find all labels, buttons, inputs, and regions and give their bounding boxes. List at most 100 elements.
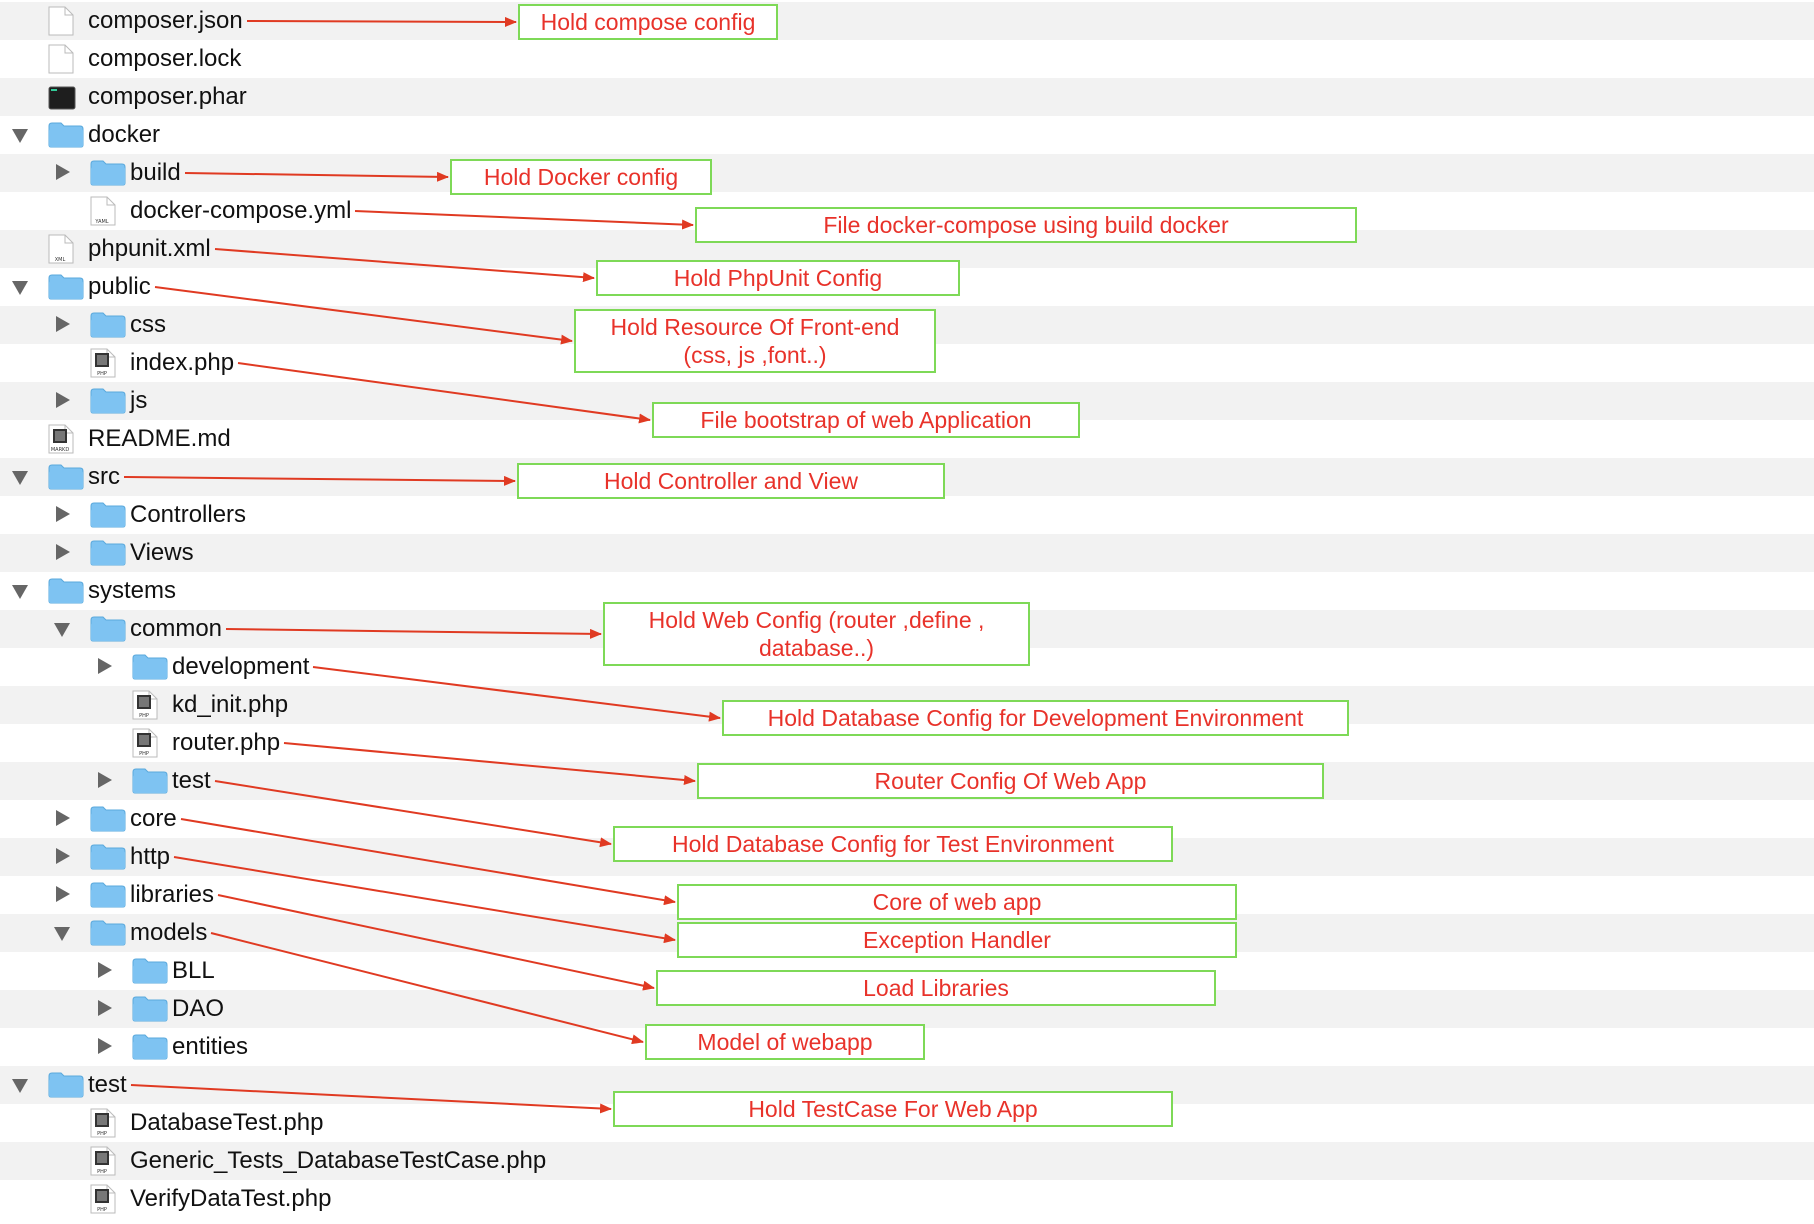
document-icon: YAML bbox=[90, 196, 116, 231]
annotation-arrow bbox=[123, 475, 516, 486]
folder-icon bbox=[48, 274, 84, 305]
folder-icon bbox=[132, 996, 168, 1027]
tree-row-index-php[interactable]: PHP index.php bbox=[0, 344, 1814, 382]
annotation-arrow bbox=[130, 1084, 612, 1114]
folder-icon bbox=[132, 768, 168, 799]
file-name: development bbox=[172, 653, 310, 680]
annotation-arrow bbox=[237, 362, 651, 424]
annotation-arrow bbox=[214, 248, 595, 283]
file-name: docker-compose.yml bbox=[130, 197, 352, 224]
file-name: index.php bbox=[130, 349, 235, 376]
svg-text:PHP: PHP bbox=[97, 1131, 107, 1137]
tree-row-bll[interactable]: BLL bbox=[0, 952, 1814, 990]
file-name: DAO bbox=[172, 995, 225, 1022]
disclosure-expanded-icon[interactable] bbox=[12, 129, 28, 143]
folder-icon bbox=[48, 1072, 84, 1103]
tree-row-entities[interactable]: entities bbox=[0, 1028, 1814, 1066]
document-icon: PHP bbox=[132, 690, 158, 725]
annotation-box: Exception Handler bbox=[677, 922, 1237, 958]
disclosure-collapsed-icon[interactable] bbox=[98, 658, 112, 674]
disclosure-collapsed-icon[interactable] bbox=[56, 164, 70, 180]
folder-icon bbox=[48, 578, 84, 609]
annotation-box: File bootstrap of web Application bbox=[652, 402, 1080, 438]
file-name: phpunit.xml bbox=[88, 235, 211, 262]
tree-row-docker-compose-yml[interactable]: YAML docker-compose.yml bbox=[0, 192, 1814, 230]
tree-row-composer-lock[interactable]: composer.lock bbox=[0, 40, 1814, 78]
file-name: entities bbox=[172, 1033, 249, 1060]
tree-row-verifydatatest-php[interactable]: PHP VerifyDataTest.php bbox=[0, 1180, 1814, 1218]
disclosure-collapsed-icon[interactable] bbox=[56, 810, 70, 826]
annotation-arrow bbox=[184, 171, 449, 182]
file-name: router.php bbox=[172, 729, 281, 756]
tree-row-generic-tests-databasetestcase-php[interactable]: PHP Generic_Tests_DatabaseTestCase.php bbox=[0, 1142, 1814, 1180]
annotation-arrow bbox=[210, 932, 644, 1045]
file-name: systems bbox=[88, 577, 177, 604]
annotation-arrow bbox=[154, 286, 573, 345]
annotation-arrow bbox=[214, 780, 612, 848]
disclosure-collapsed-icon[interactable] bbox=[98, 772, 112, 788]
annotation-arrow bbox=[312, 666, 721, 722]
annotation-arrow bbox=[283, 742, 696, 785]
annotation-box: Hold Database Config for Test Environmen… bbox=[613, 826, 1173, 862]
disclosure-collapsed-icon[interactable] bbox=[56, 392, 70, 408]
folder-icon bbox=[90, 160, 126, 191]
tree-row-core[interactable]: core bbox=[0, 800, 1814, 838]
tree-row-controllers[interactable]: Controllers bbox=[0, 496, 1814, 534]
tree-row-libraries[interactable]: libraries bbox=[0, 876, 1814, 914]
disclosure-expanded-icon[interactable] bbox=[12, 1079, 28, 1093]
tree-row-docker[interactable]: docker bbox=[0, 116, 1814, 154]
document-icon bbox=[48, 6, 74, 41]
disclosure-expanded-icon[interactable] bbox=[12, 471, 28, 485]
file-name: README.md bbox=[88, 425, 231, 452]
disclosure-expanded-icon[interactable] bbox=[12, 281, 28, 295]
disclosure-collapsed-icon[interactable] bbox=[98, 962, 112, 978]
folder-icon bbox=[132, 654, 168, 685]
disclosure-collapsed-icon[interactable] bbox=[98, 1000, 112, 1016]
tree-row-views[interactable]: Views bbox=[0, 534, 1814, 572]
file-name: test bbox=[88, 1071, 127, 1098]
tree-row-public[interactable]: public bbox=[0, 268, 1814, 306]
file-name: VerifyDataTest.php bbox=[130, 1185, 332, 1212]
terminal-exec-icon bbox=[48, 86, 76, 115]
disclosure-expanded-icon[interactable] bbox=[54, 927, 70, 941]
svg-text:PHP: PHP bbox=[139, 751, 149, 757]
document-icon: PHP bbox=[90, 348, 116, 383]
annotation-arrow bbox=[217, 894, 655, 991]
disclosure-collapsed-icon[interactable] bbox=[56, 316, 70, 332]
folder-icon bbox=[90, 616, 126, 647]
file-name: common bbox=[130, 615, 223, 642]
annotation-box: Hold compose config bbox=[518, 4, 778, 40]
disclosure-collapsed-icon[interactable] bbox=[56, 544, 70, 560]
tree-row-build[interactable]: build bbox=[0, 154, 1814, 192]
tree-row-systems[interactable]: systems bbox=[0, 572, 1814, 610]
file-name: composer.json bbox=[88, 7, 243, 34]
tree-row-router-php[interactable]: PHP router.php bbox=[0, 724, 1814, 762]
disclosure-collapsed-icon[interactable] bbox=[56, 506, 70, 522]
document-icon: PHP bbox=[132, 728, 158, 763]
disclosure-collapsed-icon[interactable] bbox=[56, 886, 70, 902]
svg-text:PHP: PHP bbox=[97, 1207, 107, 1213]
file-name: Generic_Tests_DatabaseTestCase.php bbox=[130, 1147, 547, 1174]
svg-text:PHP: PHP bbox=[97, 371, 107, 377]
disclosure-collapsed-icon[interactable] bbox=[56, 848, 70, 864]
tree-row-development[interactable]: development bbox=[0, 648, 1814, 686]
folder-icon bbox=[90, 882, 126, 913]
annotation-box: Router Config Of Web App bbox=[697, 763, 1324, 799]
disclosure-expanded-icon[interactable] bbox=[12, 585, 28, 599]
annotation-arrow bbox=[246, 16, 517, 27]
annotation-arrow bbox=[180, 818, 676, 906]
svg-text:PHP: PHP bbox=[97, 1169, 107, 1175]
annotation-box: Load Libraries bbox=[656, 970, 1216, 1006]
file-name: kd_init.php bbox=[172, 691, 289, 718]
folder-icon bbox=[90, 920, 126, 951]
file-name: build bbox=[130, 159, 181, 186]
tree-row-composer-phar[interactable]: composer.phar bbox=[0, 78, 1814, 116]
annotation-arrow bbox=[225, 628, 602, 639]
disclosure-expanded-icon[interactable] bbox=[54, 623, 70, 637]
folder-icon bbox=[90, 540, 126, 571]
file-name: docker bbox=[88, 121, 161, 148]
disclosure-collapsed-icon[interactable] bbox=[98, 1038, 112, 1054]
